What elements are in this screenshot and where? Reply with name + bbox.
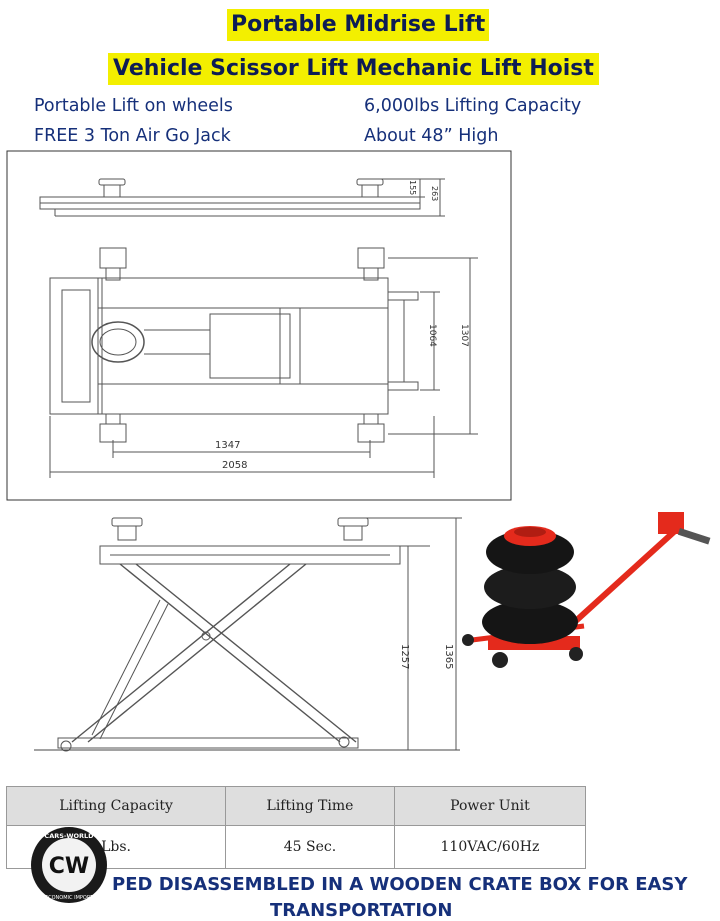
shipping-note-line2: TRANSPORTATION: [270, 900, 453, 921]
spec-header-capacity: Lifting Capacity: [5, 786, 227, 826]
lift-pad-icon: [99, 247, 127, 269]
feature-portable-wheels: Portable Lift on wheels: [34, 96, 233, 116]
feature-free-jack: FREE 3 Ton Air Go Jack: [34, 126, 231, 146]
cars-world-logo: CARS-WORLD CW ECONOMIC IMPORT: [31, 827, 107, 903]
dim-1347: 1347: [215, 440, 240, 451]
air-jack-image: [462, 512, 711, 668]
dim-2058: 2058: [222, 460, 247, 471]
lift-pad-icon: [357, 423, 385, 443]
feature-lifting-capacity: 6,000lbs Lifting Capacity: [364, 96, 582, 116]
spec-table: Lifting Capacity Lifting Time Power Unit…: [5, 786, 587, 869]
dim-1307: 1307: [459, 324, 469, 347]
top-elevation-view: 155 263: [39, 178, 445, 217]
spec-header-time: Lifting Time: [225, 786, 395, 826]
logo-text-bottom: ECONOMIC IMPORT: [45, 895, 94, 901]
dim-263: 263: [430, 186, 439, 201]
plan-view-frame: [6, 150, 512, 501]
logo-text-top: CARS-WORLD: [44, 832, 94, 840]
title-line-1: Portable Midrise Lift: [227, 9, 490, 41]
spec-time-value: 45 Sec.: [225, 825, 395, 869]
spec-header-power: Power Unit: [393, 786, 587, 826]
dim-1257: 1257: [399, 644, 410, 669]
dim-1365: 1365: [443, 644, 454, 669]
technical-drawing: 155 263: [6, 150, 711, 752]
spec-power-value: 110VAC/60Hz: [393, 825, 587, 869]
title-line-2: Vehicle Scissor Lift Mechanic Lift Hoist: [108, 53, 599, 85]
plan-view: 1064 1307 1347 2058: [49, 247, 478, 478]
shipping-note: PED DISASSEMBLED IN A WOODEN CRATE BOX F…: [112, 874, 688, 895]
lift-pad-icon: [99, 423, 127, 443]
dim-155: 155: [408, 180, 417, 195]
table-row: Lbs. 45 Sec. 110VAC/60Hz: [5, 825, 587, 869]
feature-height: About 48” High: [364, 126, 499, 146]
lift-pad-icon: [357, 247, 385, 269]
side-view: 1257 1365: [34, 517, 462, 752]
dim-1064: 1064: [427, 324, 437, 347]
logo-monogram: CW: [49, 854, 89, 879]
